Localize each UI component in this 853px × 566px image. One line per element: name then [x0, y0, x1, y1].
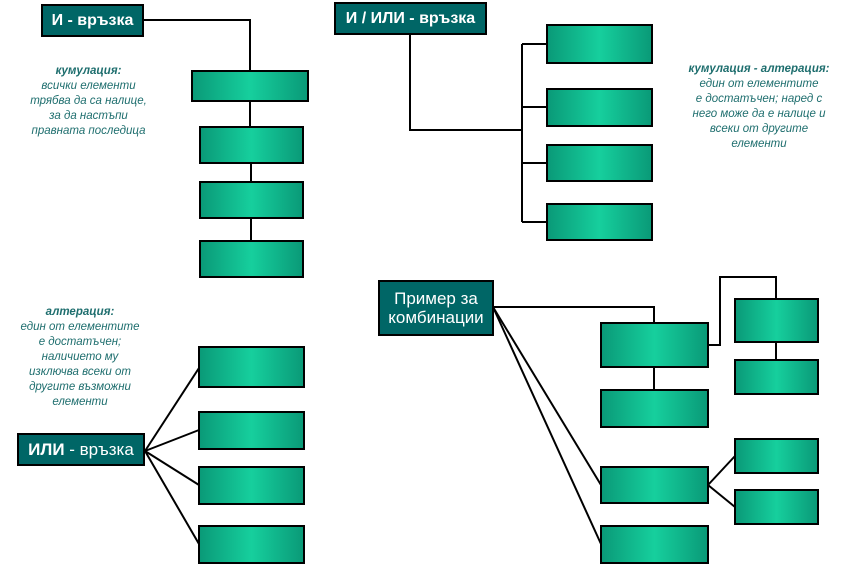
and-or-link-note-line: един от елементите [699, 78, 819, 90]
or-fan-2 [144, 429, 200, 452]
and-or-link-note: кумулация - алтерация: един от елементит… [678, 62, 840, 152]
combination-title: Пример за комбинации [378, 280, 494, 336]
or-link-note-line: един от елементите [20, 321, 140, 333]
and-or-link-note-line: него може да е налице и [692, 108, 826, 120]
or-link-note-line: изключва всеки от [29, 366, 131, 378]
combo-diag-1 [492, 306, 602, 486]
and-link-note-heading: кумулация: [55, 65, 122, 77]
or-fan-3 [144, 450, 200, 486]
andor-connector-title [409, 34, 522, 131]
combo-element-4 [600, 525, 709, 564]
combo-fan-1 [707, 455, 736, 486]
and-link-title: И - връзка [41, 4, 144, 37]
or-link-note-line: наличието му [41, 351, 119, 363]
or-link-note-line: другите възможни [29, 381, 131, 393]
and-or-element-4 [546, 203, 653, 241]
or-fan-4 [144, 450, 200, 545]
or-link-note-heading: алтерация: [45, 306, 115, 318]
combo-right-top [708, 276, 777, 346]
or-link-note-line: е достатъчен; [38, 336, 122, 348]
or-element-1 [198, 346, 305, 388]
and-element-3 [199, 181, 304, 219]
or-link-title-bold: ИЛИ [28, 440, 65, 459]
and-link-note-line: за да настъпи [49, 110, 128, 122]
combo-fan-2 [707, 484, 736, 508]
or-link-note-line: елементи [52, 396, 108, 408]
or-link-title-rest: - връзка [64, 440, 134, 459]
combo-sub-element-4 [734, 489, 819, 525]
and-element-2 [199, 126, 304, 164]
and-link-title-text: И - връзка [51, 11, 134, 29]
and-connector-title [144, 19, 251, 71]
or-element-4 [198, 525, 305, 564]
and-or-element-3 [546, 144, 653, 182]
and-link-note-line: трябва да са налице, [30, 95, 147, 107]
combo-element-2 [600, 389, 709, 428]
and-or-element-2 [546, 88, 653, 127]
combo-element-3 [600, 466, 709, 504]
combination-title-line1: Пример за [394, 289, 478, 308]
and-or-link-title-text: И / ИЛИ - връзка [345, 9, 476, 27]
and-or-link-title: И / ИЛИ - връзка [334, 2, 487, 35]
or-link-title: ИЛИ - връзка [17, 433, 145, 466]
or-element-3 [198, 466, 305, 505]
combo-sub-element-3 [734, 438, 819, 474]
or-element-2 [198, 411, 305, 450]
and-or-element-1 [546, 24, 653, 64]
combo-connector-top [493, 306, 655, 323]
or-link-note: алтерация: един от елементите е достатъч… [6, 305, 154, 410]
and-or-link-note-line: всеки от другите [709, 123, 809, 135]
combo-sub-element-1 [734, 298, 819, 343]
and-link-note-line: правната последица [31, 125, 146, 137]
combo-diag-2 [492, 306, 602, 545]
and-link-note-line: всички елементи [41, 80, 136, 92]
and-or-link-note-line: е достатъчен; наред с [695, 93, 823, 105]
and-link-note: кумулация: всички елементи трябва да са … [16, 64, 161, 139]
combination-title-line2: комбинации [388, 308, 484, 327]
and-or-link-note-heading: кумулация - алтерация: [688, 63, 830, 75]
and-or-link-note-line: елементи [731, 138, 787, 150]
and-element-4 [199, 240, 304, 278]
combo-sub-element-2 [734, 359, 819, 395]
combo-element-1 [600, 322, 709, 368]
or-fan-1 [144, 367, 200, 452]
and-element-1 [191, 70, 309, 102]
